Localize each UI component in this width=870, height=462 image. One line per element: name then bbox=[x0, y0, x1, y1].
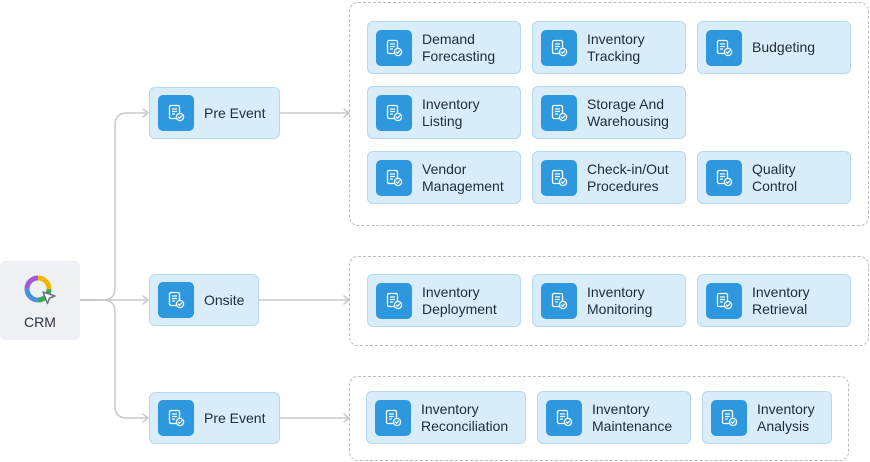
document-check-icon bbox=[541, 159, 577, 196]
document-check-icon bbox=[541, 29, 577, 66]
document-check-icon bbox=[158, 400, 194, 436]
branch-node-onsite[interactable]: Onsite bbox=[149, 274, 259, 326]
item-inventory-tracking[interactable]: Inventory Tracking bbox=[532, 21, 686, 74]
item-check-in-out-procedures[interactable]: Check-in/Out Procedures bbox=[532, 151, 686, 204]
crm-root-node[interactable]: CRM bbox=[0, 261, 80, 340]
item-inventory-deployment[interactable]: Inventory Deployment bbox=[367, 274, 521, 327]
item-label: Storage And Warehousing bbox=[587, 95, 669, 129]
item-inventory-analysis[interactable]: Inventory Analysis bbox=[702, 391, 832, 444]
document-check-icon bbox=[711, 399, 747, 436]
item-label: Inventory Maintenance bbox=[592, 400, 673, 434]
item-inventory-maintenance[interactable]: Inventory Maintenance bbox=[537, 391, 691, 444]
document-check-icon bbox=[375, 399, 411, 436]
item-inventory-retrieval[interactable]: Inventory Retrieval bbox=[697, 274, 851, 327]
item-label: Vendor Management bbox=[422, 160, 504, 194]
crm-label: CRM bbox=[24, 313, 56, 330]
item-inventory-reconciliation[interactable]: Inventory Reconciliation bbox=[366, 391, 526, 444]
document-check-icon bbox=[706, 282, 742, 319]
item-label: Inventory Reconciliation bbox=[421, 400, 509, 434]
connector-root-to-branch-3 bbox=[80, 299, 147, 419]
document-check-icon bbox=[158, 282, 194, 318]
item-budgeting[interactable]: Budgeting bbox=[697, 21, 851, 74]
item-label: Budgeting bbox=[752, 39, 816, 55]
group-post-items bbox=[349, 376, 849, 461]
group-onsite-items bbox=[349, 256, 869, 346]
item-demand-forecasting[interactable]: Demand Forecasting bbox=[367, 21, 521, 74]
branch-label: Pre Event bbox=[204, 104, 266, 121]
item-label: Inventory Analysis bbox=[757, 400, 815, 434]
item-inventory-listing[interactable]: Inventory Listing bbox=[367, 86, 521, 139]
document-check-icon bbox=[158, 95, 194, 131]
branch-label: Pre Event bbox=[204, 409, 266, 426]
item-quality-control[interactable]: Quality Control bbox=[697, 151, 851, 204]
document-check-icon bbox=[546, 399, 582, 436]
item-vendor-management[interactable]: Vendor Management bbox=[367, 151, 521, 204]
document-check-icon bbox=[706, 159, 742, 196]
group-pre-event-items bbox=[349, 2, 869, 226]
document-check-icon bbox=[376, 29, 412, 66]
item-label: Inventory Tracking bbox=[587, 30, 645, 64]
item-label: Demand Forecasting bbox=[422, 30, 496, 64]
document-check-icon bbox=[541, 94, 577, 131]
item-label: Inventory Listing bbox=[422, 95, 480, 129]
item-storage-and-warehousing[interactable]: Storage And Warehousing bbox=[532, 86, 686, 139]
branch-label: Onsite bbox=[204, 291, 245, 308]
item-inventory-monitoring[interactable]: Inventory Monitoring bbox=[532, 274, 686, 327]
item-label: Quality Control bbox=[752, 160, 798, 194]
document-check-icon bbox=[376, 94, 412, 131]
connector-root-to-branch-1 bbox=[80, 112, 147, 301]
arrowhead-root-to-branch-3 bbox=[142, 413, 149, 423]
item-label: Check-in/Out Procedures bbox=[587, 160, 669, 194]
document-check-icon bbox=[376, 159, 412, 196]
document-check-icon bbox=[376, 282, 412, 319]
branch-node-pre-event-2[interactable]: Pre Event bbox=[149, 392, 280, 444]
document-check-icon bbox=[706, 29, 742, 66]
item-label: Inventory Retrieval bbox=[752, 283, 810, 317]
branch-node-pre-event[interactable]: Pre Event bbox=[149, 87, 280, 139]
crm-logo-icon bbox=[24, 275, 56, 304]
arrowhead-root-to-branch-1 bbox=[142, 108, 149, 118]
item-label: Inventory Deployment bbox=[422, 283, 497, 317]
item-label: Inventory Monitoring bbox=[587, 283, 653, 317]
document-check-icon bbox=[541, 282, 577, 319]
arrowhead-root-to-branch-2 bbox=[142, 295, 149, 305]
